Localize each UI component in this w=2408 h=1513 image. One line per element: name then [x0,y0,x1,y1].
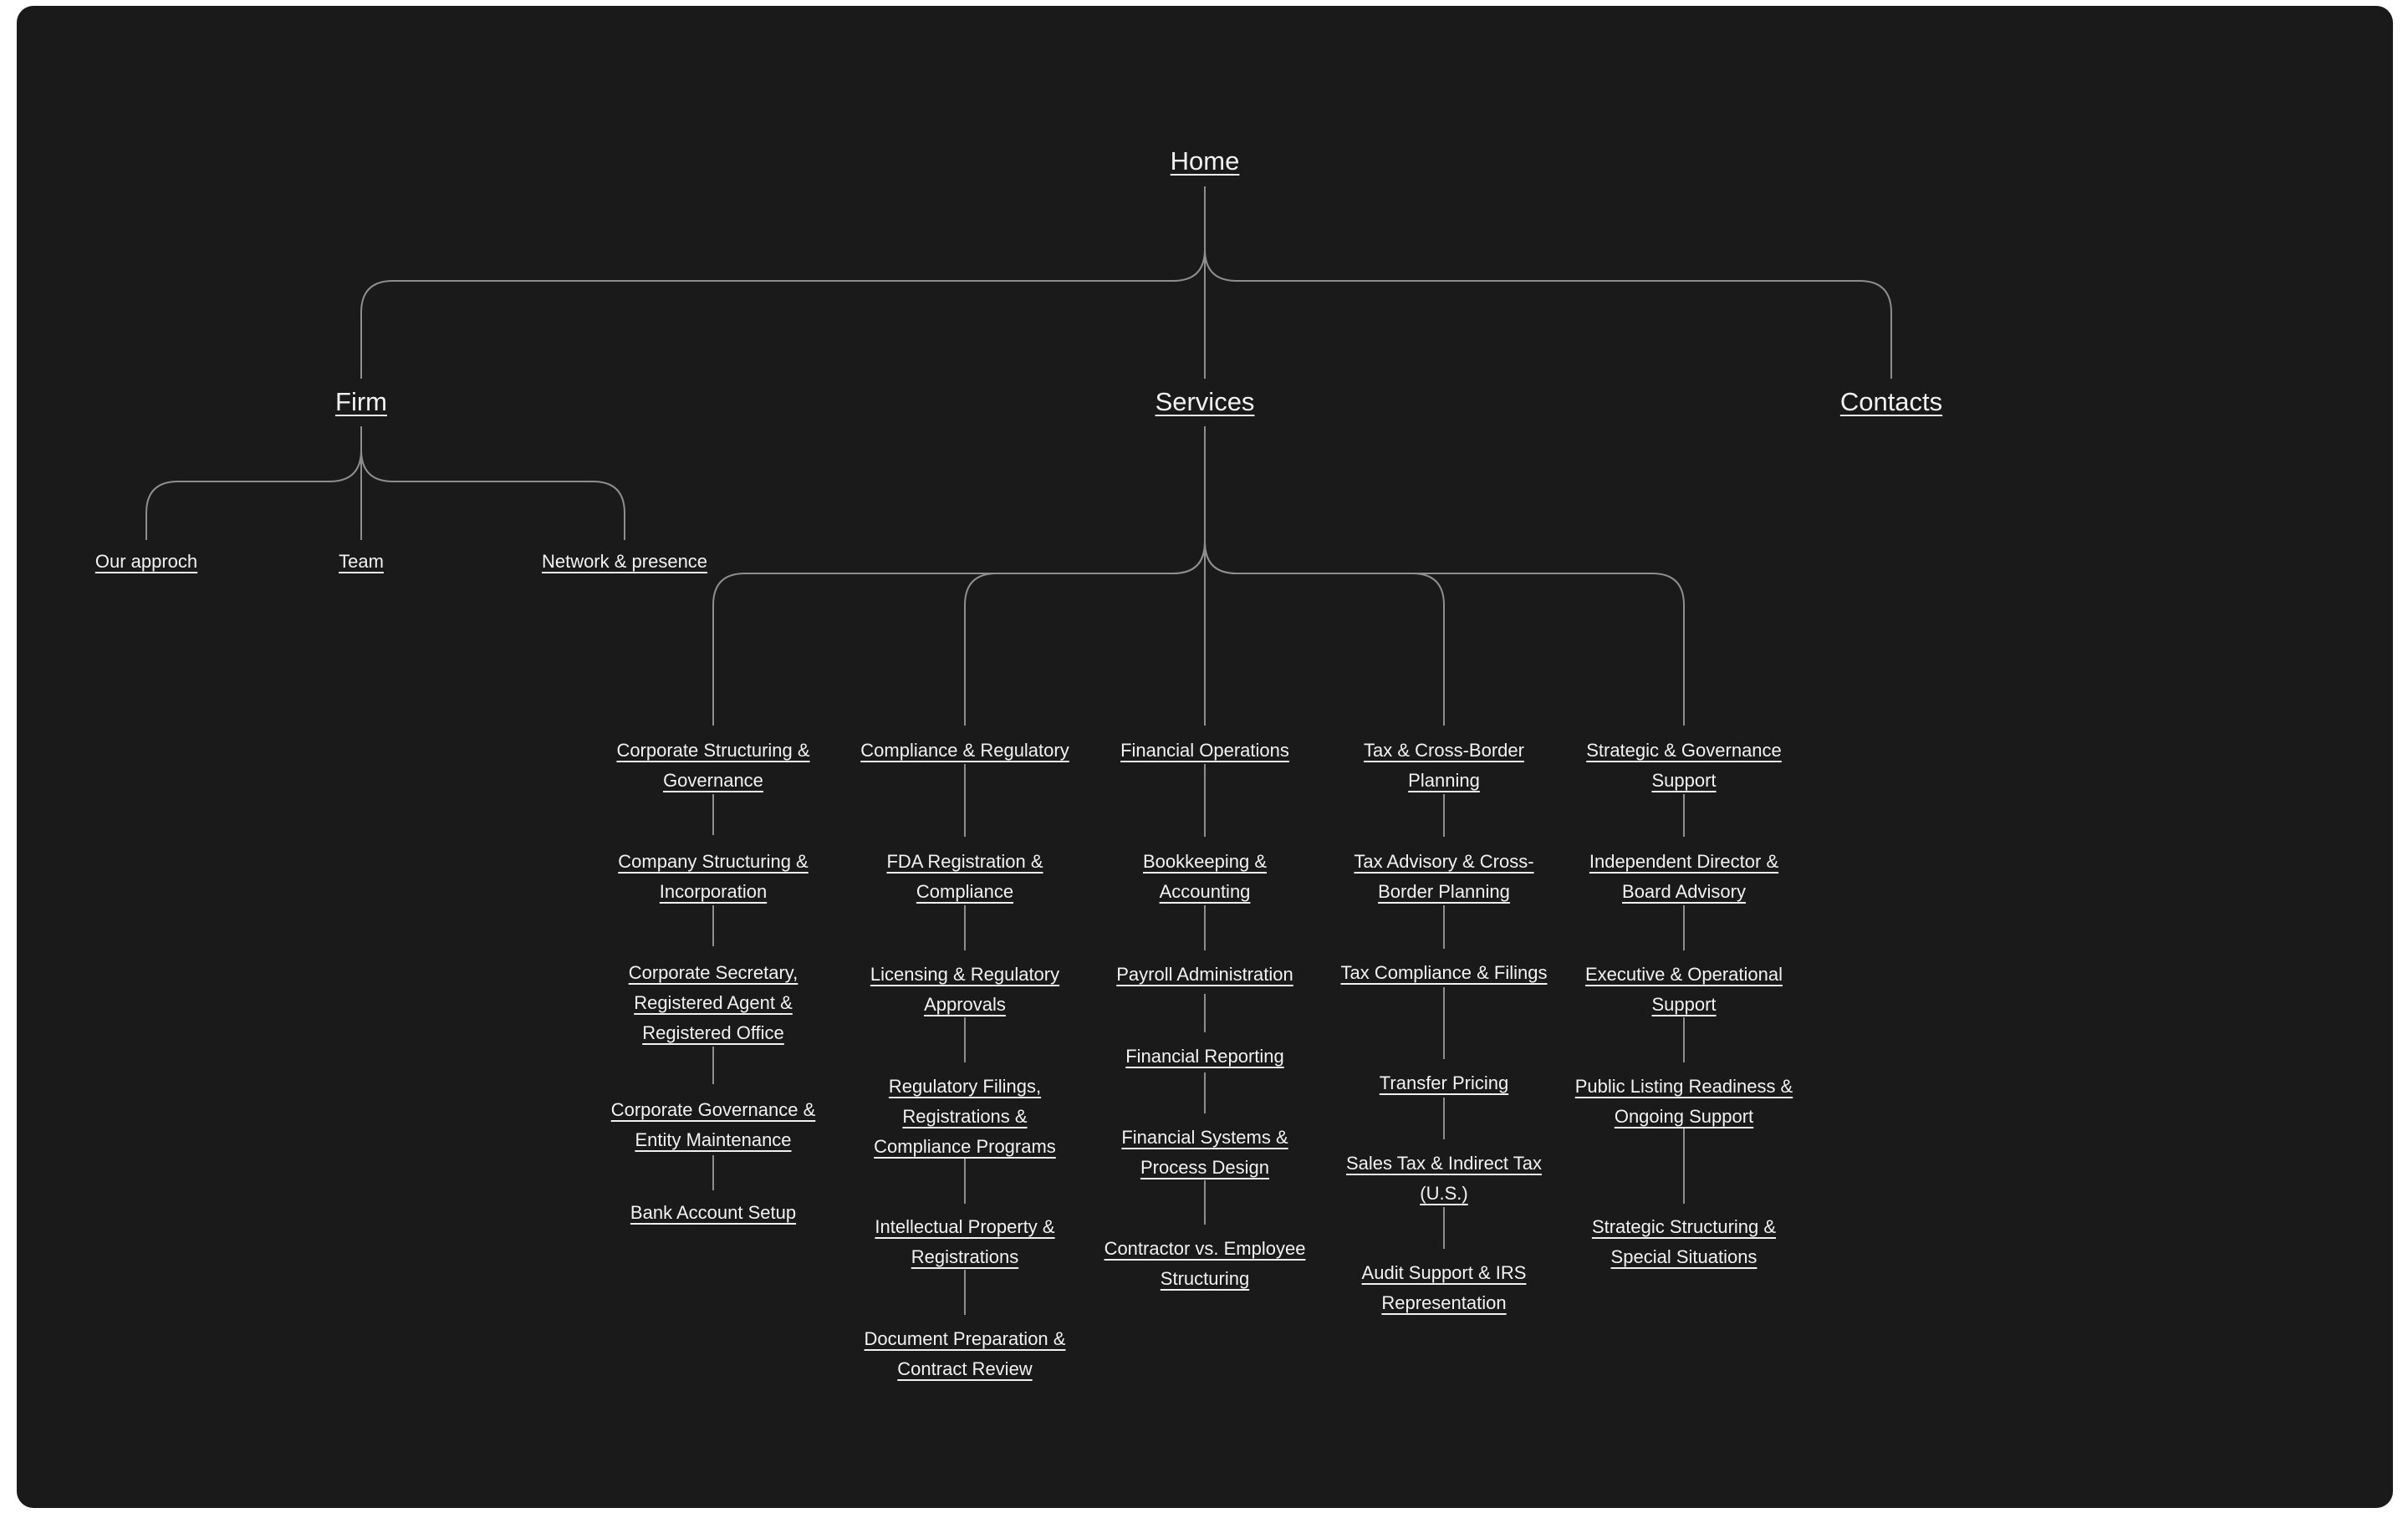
link-financial-reporting[interactable]: Financial Reporting [1125,1046,1284,1067]
link-corporate-governance-entity-maintenance[interactable]: Corporate Governance & Entity Maintenanc… [610,1099,816,1150]
link-document-preparation[interactable]: Document Preparation & Contract Review [864,1328,1066,1379]
link-bank-account-setup[interactable]: Bank Account Setup [630,1202,797,1223]
link-tax-cross-border-planning[interactable]: Tax & Cross-Border Planning [1364,740,1524,791]
link-services[interactable]: Services [1155,387,1255,416]
link-strategic-structuring-special[interactable]: Strategic Structuring & Special Situatio… [1591,1216,1777,1267]
services-branch-link-3 [1204,541,1445,726]
home-branch-link-0 [360,248,1206,379]
link-contacts[interactable]: Contacts [1839,387,1943,416]
services-branch-link-4 [1204,541,1685,726]
link-our-approach[interactable]: Our approch [94,551,198,572]
link-network-presence[interactable]: Network & presence [541,551,708,572]
link-regulatory-filings[interactable]: Regulatory Filings, Registrations & Comp… [874,1076,1056,1157]
link-corporate-structuring-governance[interactable]: Corporate Structuring & Governance [616,740,810,791]
link-public-listing-readiness[interactable]: Public Listing Readiness & Ongoing Suppo… [1574,1076,1793,1127]
link-corporate-secretary[interactable]: Corporate Secretary, Registered Agent & … [628,962,798,1043]
link-independent-director[interactable]: Independent Director & Board Advisory [1589,851,1779,902]
link-firm[interactable]: Firm [335,387,387,416]
link-financial-systems-process-design[interactable]: Financial Systems & Process Design [1121,1127,1288,1178]
link-fda-registration-compliance[interactable]: FDA Registration & Compliance [886,851,1043,902]
link-tax-compliance-filings[interactable]: Tax Compliance & Filings [1340,962,1548,983]
link-bookkeeping-accounting[interactable]: Bookkeeping & Accounting [1143,851,1267,902]
sitemap-canvas: Home Firm Services Contacts Our approch … [17,6,2393,1508]
firm-branch-link-0 [145,449,362,540]
services-branch-link-1 [964,541,1206,726]
link-payroll-administration[interactable]: Payroll Administration [1116,964,1293,985]
link-tax-advisory-cross-border[interactable]: Tax Advisory & Cross-Border Planning [1354,851,1534,902]
link-sales-tax-indirect-tax[interactable]: Sales Tax & Indirect Tax (U.S.) [1346,1153,1542,1204]
link-strategic-governance-support[interactable]: Strategic & Governance Support [1586,740,1782,791]
link-team[interactable]: Team [339,551,384,572]
link-intellectual-property[interactable]: Intellectual Property & Registrations [875,1216,1055,1267]
link-transfer-pricing[interactable]: Transfer Pricing [1379,1072,1509,1093]
home-branch-link-2 [1204,248,1892,379]
link-contractor-vs-employee[interactable]: Contractor vs. Employee Structuring [1104,1238,1306,1289]
link-audit-support-irs[interactable]: Audit Support & IRS Representation [1361,1262,1527,1313]
link-licensing-regulatory-approvals[interactable]: Licensing & Regulatory Approvals [870,964,1060,1015]
link-financial-operations[interactable]: Financial Operations [1120,740,1289,761]
sitemap-connectors [145,186,1892,1315]
services-branch-link-0 [712,541,1206,726]
link-company-structuring-incorporation[interactable]: Company Structuring & Incorporation [618,851,809,902]
link-executive-operational-support[interactable]: Executive & Operational Support [1584,964,1783,1015]
firm-branch-link-2 [360,449,625,540]
link-compliance-regulatory[interactable]: Compliance & Regulatory [860,740,1069,761]
link-home[interactable]: Home [1170,146,1240,176]
